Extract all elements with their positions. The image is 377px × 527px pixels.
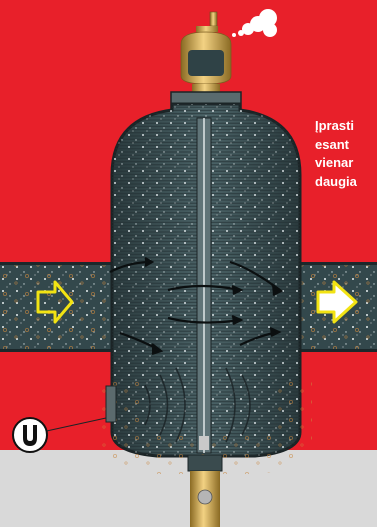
caption-line: vienar [315, 154, 377, 173]
caption-line: Įprasti [315, 117, 377, 136]
magnet-icon [13, 418, 47, 452]
description-caption: Įprasti esant vienar daugia [315, 117, 377, 191]
caption-line: daugia [315, 173, 377, 192]
caption-line: esant [315, 136, 377, 155]
drain-valve [188, 455, 222, 527]
